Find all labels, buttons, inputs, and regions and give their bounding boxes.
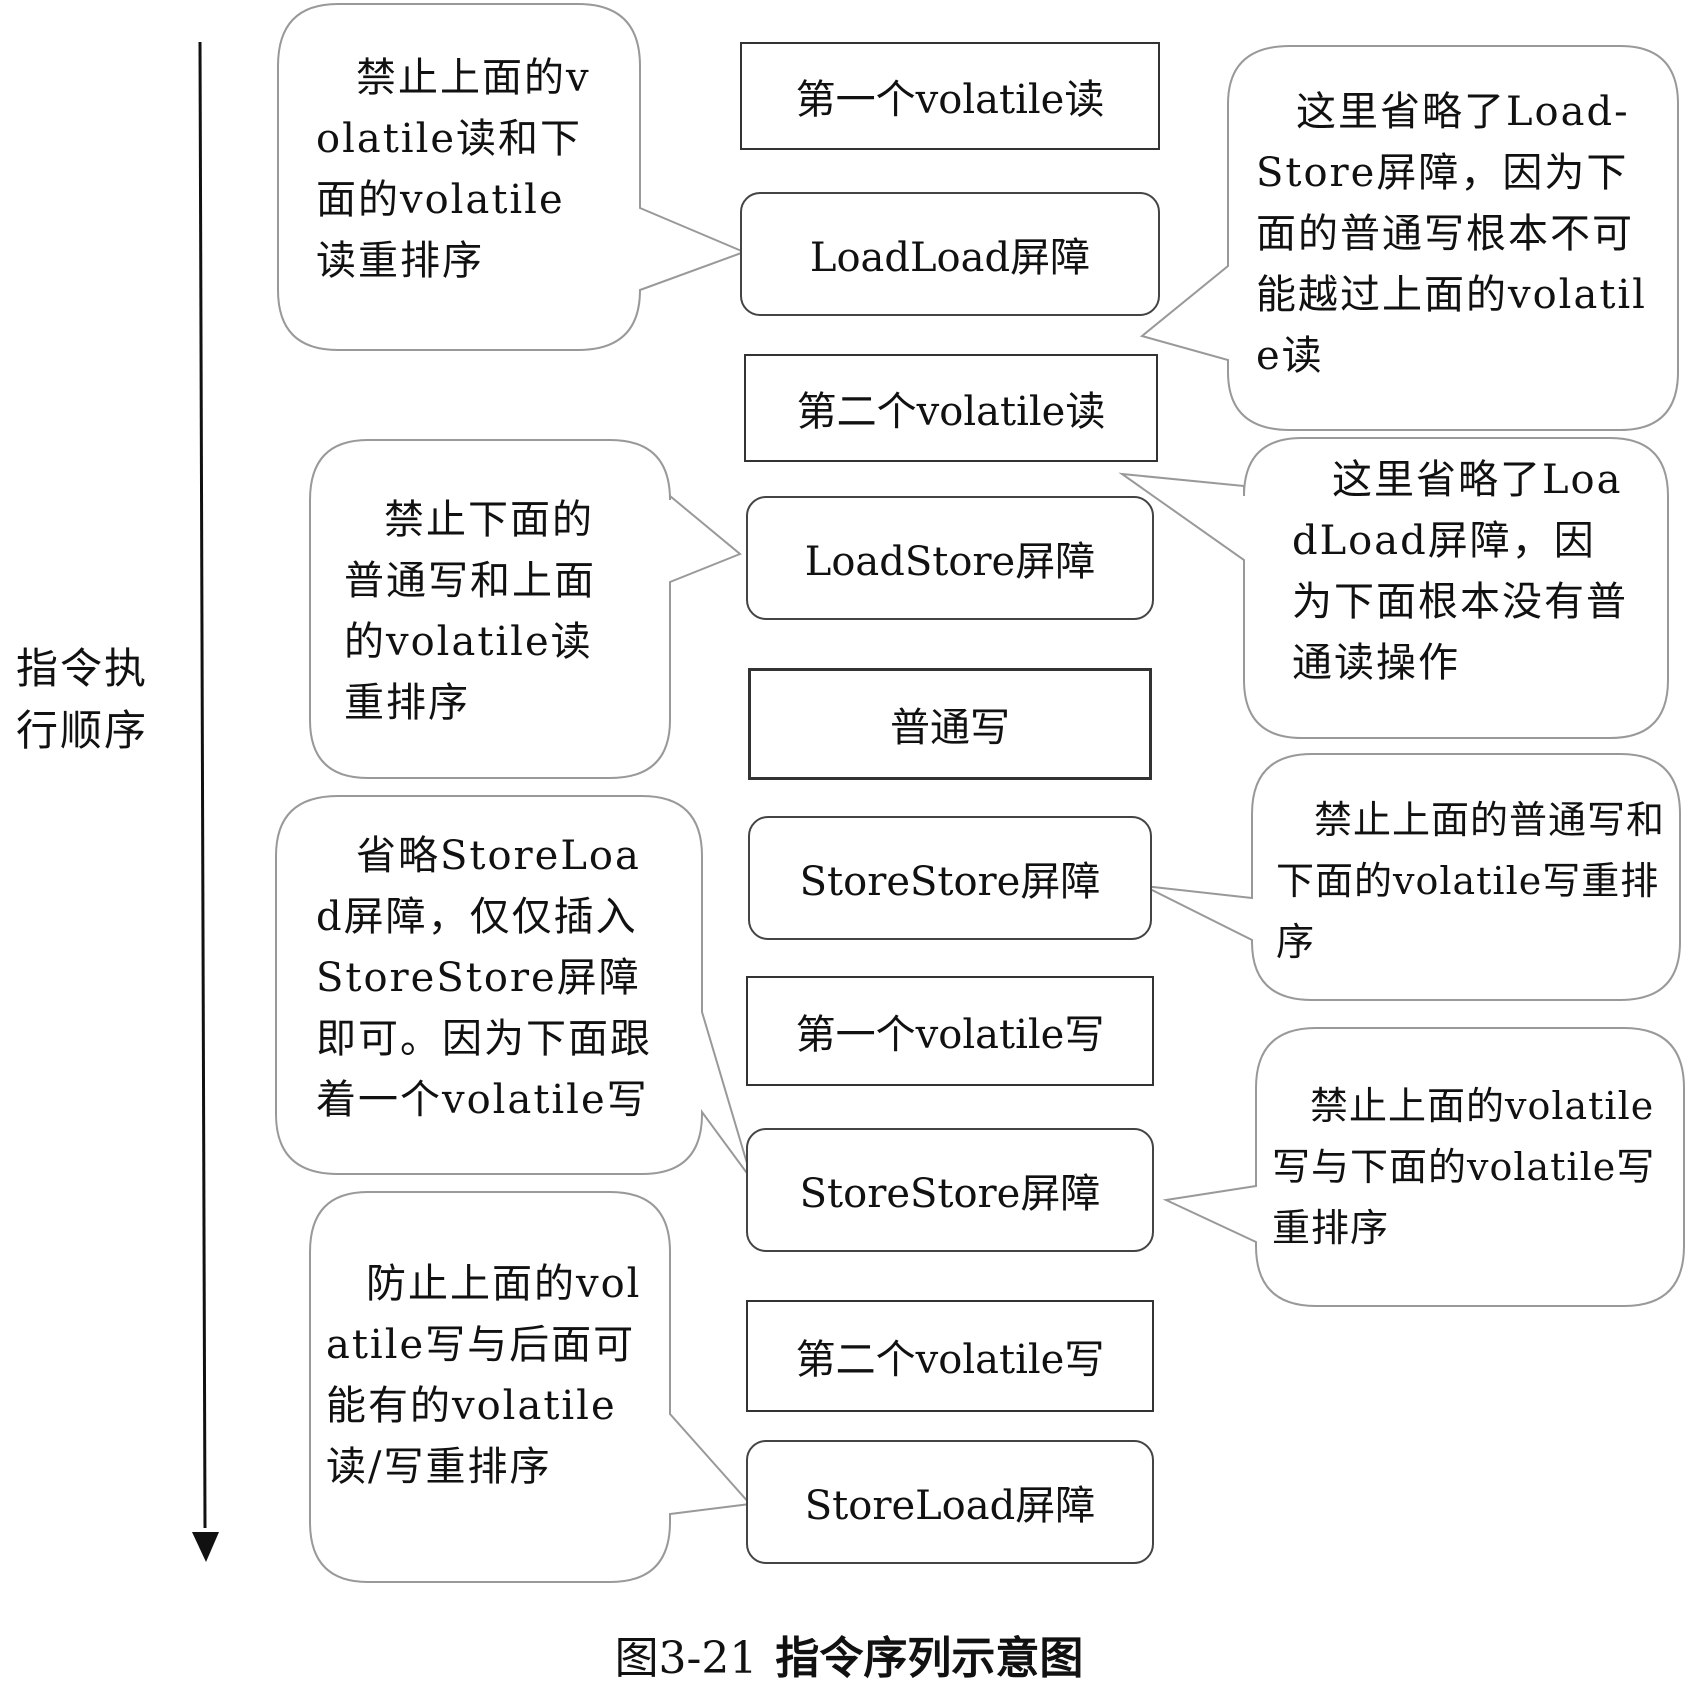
order-axis-label: 指令执行顺序: [16, 644, 149, 755]
callout-text: 这里省略了LoadLoad屏障，因为下面根本没有普通读操作: [1292, 457, 1628, 686]
seq-storeload-barrier: StoreLoad屏障: [746, 1440, 1154, 1564]
callout-bubble: [277, 3, 747, 351]
callout-text: 禁止上面的volatile写与下面的volatile写重排序: [1272, 1084, 1656, 1250]
callout-text: 防止上面的volatile写与后面可能有的volatile读/写重排序: [326, 1261, 642, 1490]
callout-text: 禁止上面的volatile读和下面的volatile读重排序: [316, 55, 591, 284]
seq-second-volatile-read: 第二个volatile读: [744, 354, 1158, 462]
callout-bubble: [1139, 45, 1679, 431]
callout-bubble: [309, 439, 742, 779]
seq-storestore-barrier-2: StoreStore屏障: [746, 1128, 1154, 1252]
seq-first-volatile-read: 第一个volatile读: [740, 42, 1160, 150]
seq-loadstore-barrier: LoadStore屏障: [746, 496, 1154, 620]
callout-bubble: [309, 1191, 753, 1583]
callout-bubble: [1162, 1027, 1685, 1307]
callout-text: 省略StoreLoad屏障，仅仅插入StoreStore屏障即可。因为下面跟着一…: [316, 833, 652, 1123]
callout-text: 禁止下面的普通写和上面的volatile读重排序: [344, 497, 596, 726]
callout-text: 这里省略了Load-Store屏障，因为下面的普通写根本不可能越过上面的vola…: [1256, 89, 1647, 379]
figure-number: 图3-21: [614, 1633, 758, 1684]
figure-title: 指令序列示意图: [775, 1633, 1084, 1684]
callout-bubble: [1118, 437, 1669, 739]
seq-loadload-barrier: LoadLoad屏障: [740, 192, 1160, 316]
figure-caption: 图3-21 指令序列示意图: [0, 1622, 1698, 1686]
order-axis-arrowhead: [192, 1532, 219, 1562]
seq-first-volatile-write: 第一个volatile写: [746, 976, 1154, 1086]
callout-bubble: [275, 795, 753, 1181]
seq-second-volatile-write: 第二个volatile写: [746, 1300, 1154, 1412]
order-axis-line: [198, 41, 207, 1529]
seq-storestore-barrier-1: StoreStore屏障: [748, 816, 1152, 940]
seq-normal-write: 普通写: [748, 668, 1152, 780]
callout-bubble: [1143, 753, 1681, 1001]
callout-text: 禁止上面的普通写和下面的volatile写重排序: [1276, 798, 1666, 964]
